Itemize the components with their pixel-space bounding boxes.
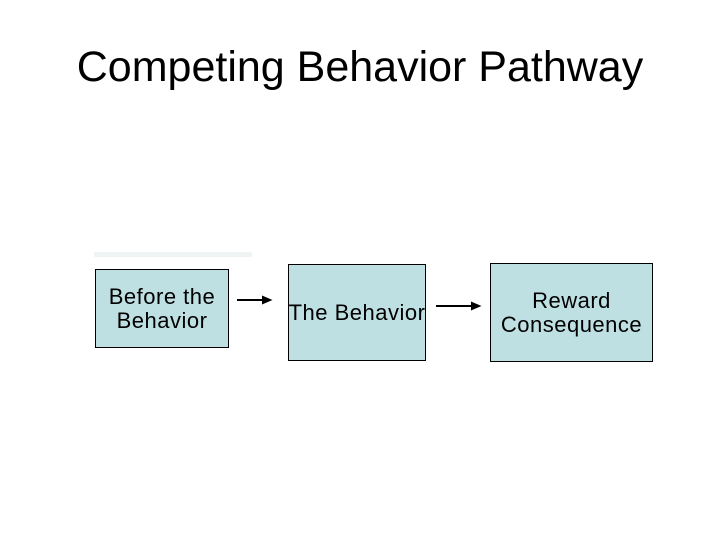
flow-box-label: The Behavior [288,299,426,325]
flow-box-label-line1: The Behavior [288,299,426,325]
flow-box-before-the-behavior: Before the Behavior [95,269,229,348]
flow-box-label: Before the Behavior [108,283,216,333]
slide-title: Competing Behavior Pathway [76,43,644,91]
smudge-artifact [94,252,252,257]
flow-box-label-line2: Consequence [500,311,643,337]
arrow-head [262,295,273,305]
flow-box-reward-consequence: Reward Consequence [490,263,653,362]
flow-box-label-line1: Reward [532,287,611,313]
right-arrow-icon [237,295,273,305]
flow-box-label-line1: Before the [108,283,216,309]
flow-box-the-behavior: The Behavior [288,264,426,361]
arrow-head [471,301,482,311]
right-arrow-icon [436,301,482,311]
flow-box-label: Reward Consequence [500,287,643,337]
flow-box-label-line2: Behavior [116,307,208,333]
